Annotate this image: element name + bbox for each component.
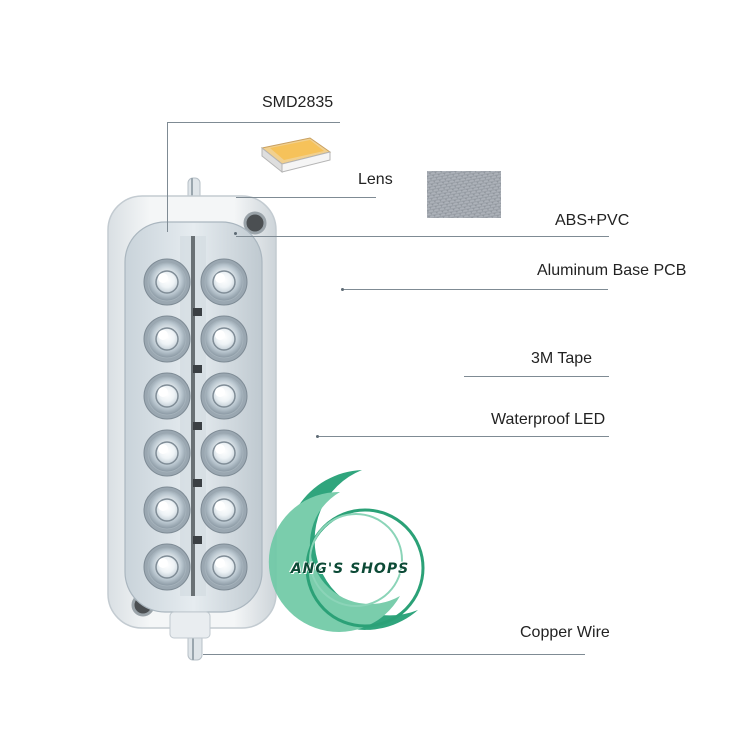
led-lens [200, 486, 248, 534]
label-smd2835: SMD2835 [262, 94, 334, 111]
led-lens [200, 258, 248, 306]
abs-leader-line [236, 236, 609, 237]
led-lens [143, 486, 191, 534]
smd-resistor [193, 308, 202, 316]
lens-leader-line [236, 197, 376, 198]
smd-chip-icon [260, 137, 332, 174]
led-lens [143, 429, 191, 477]
label-lens: Lens [358, 171, 393, 188]
waterproof-leader-dot [316, 435, 319, 438]
label-abs-pvc: ABS+PVC [555, 212, 630, 229]
led-lens [200, 372, 248, 420]
smd-resistor [193, 422, 202, 430]
label-aluminum-base-pcb: Aluminum Base PCB [537, 262, 687, 279]
led-lens [200, 315, 248, 363]
led-lens [143, 543, 191, 591]
led-lens [143, 258, 191, 306]
label-waterproof-led: Waterproof LED [491, 411, 606, 428]
led-array [143, 258, 248, 591]
module-housing [107, 195, 277, 639]
watermark-logo-icon [268, 470, 425, 632]
led-lens [143, 315, 191, 363]
tape-leader-line [464, 376, 609, 377]
smd-leader-line [167, 122, 340, 123]
label-copper-wire: Copper Wire [520, 624, 610, 641]
smd-resistor [193, 365, 202, 373]
smd-leader-vertical [167, 122, 168, 232]
led-lens [200, 429, 248, 477]
watermark-text: ANG'S SHOPS [290, 561, 410, 577]
wire-leader-line [203, 654, 585, 655]
led-lens [200, 543, 248, 591]
smd-resistor [193, 479, 202, 487]
smd-resistor [193, 536, 202, 544]
lens-texture-icon [427, 171, 501, 218]
pcb-leader-line [344, 289, 608, 290]
pcb-leader-dot [341, 288, 344, 291]
label-3m-tape: 3M Tape [531, 350, 593, 367]
abs-leader-dot [234, 232, 237, 235]
led-lens [143, 372, 191, 420]
waterproof-leader-line [319, 436, 609, 437]
